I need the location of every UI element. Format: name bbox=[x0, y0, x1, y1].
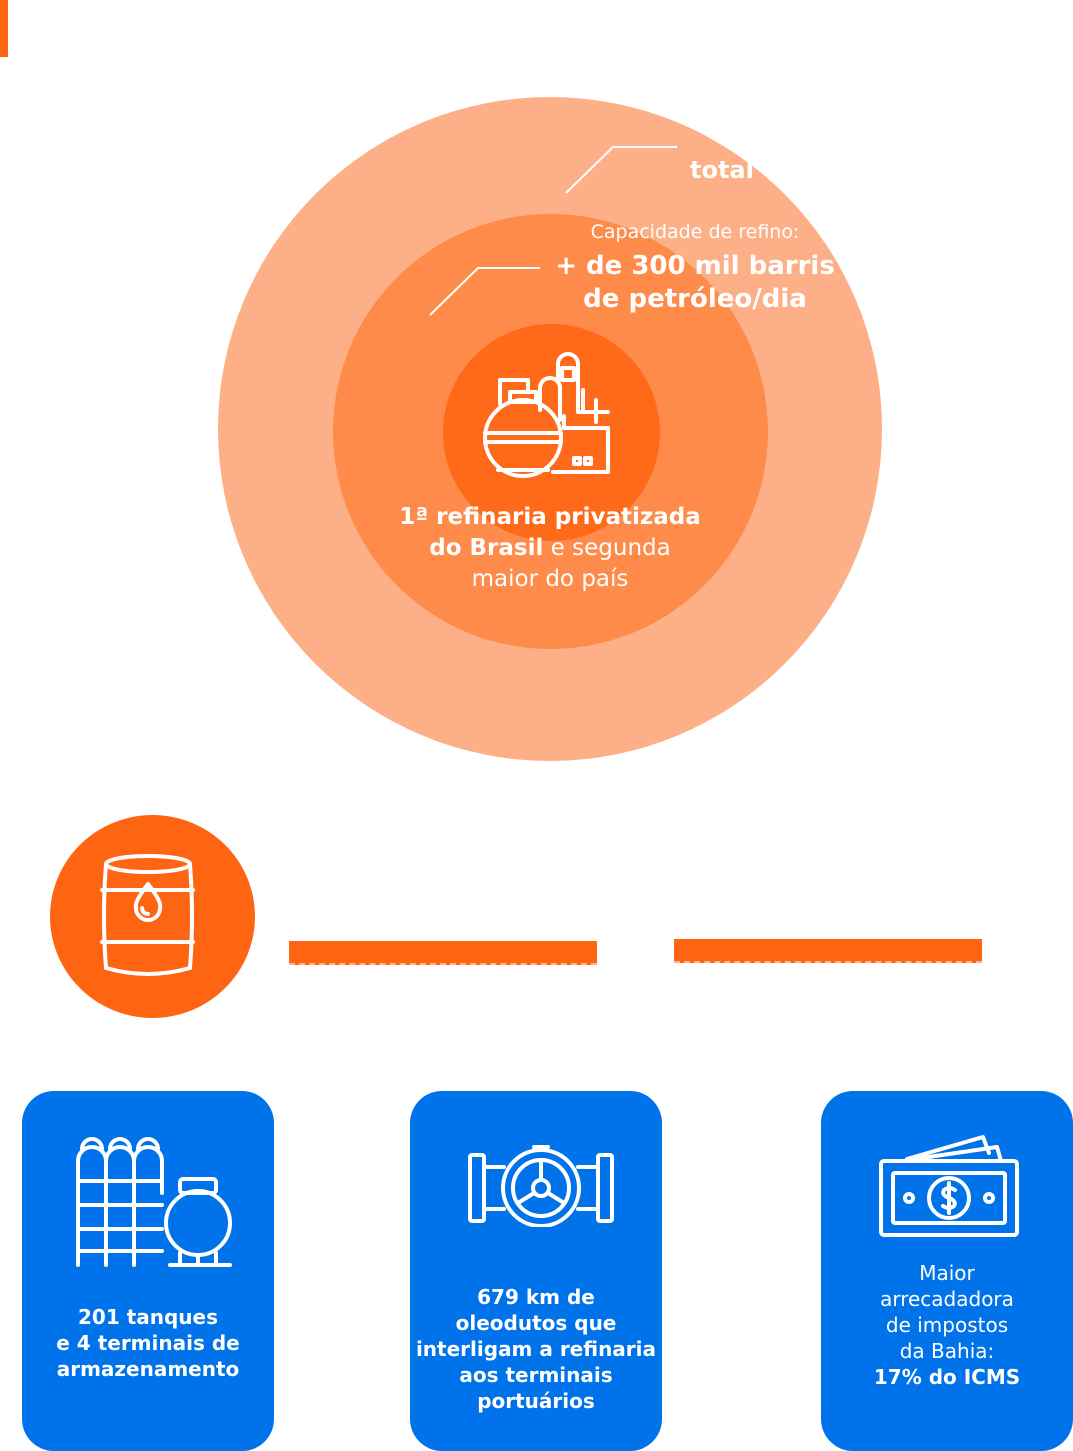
accent-bar bbox=[0, 0, 8, 57]
pipeline-line1: 679 km de bbox=[477, 1285, 595, 1309]
middle-callout-line bbox=[429, 267, 540, 316]
refinery-description: 1ª refinaria privatizada do Brasil e seg… bbox=[380, 502, 720, 595]
outer-ring-line2: total bbox=[690, 156, 754, 184]
pipeline-valve-icon bbox=[468, 1145, 614, 1227]
taxes-text: Maior arrecadadora de impostos da Bahia:… bbox=[821, 1260, 1073, 1390]
refinery-line1: 1ª refinaria privatizada bbox=[399, 504, 701, 530]
refinery-line2-bold: do Brasil bbox=[429, 535, 544, 561]
orange-band-left bbox=[289, 941, 597, 965]
callout-lines bbox=[429, 146, 677, 316]
orange-band-right bbox=[674, 939, 982, 963]
refinery-line3: maior do país bbox=[471, 566, 629, 592]
refinery-icon bbox=[483, 352, 610, 478]
storage-line1: 201 tanques bbox=[77, 1305, 219, 1329]
taxes-line5: 17% do ICMS bbox=[873, 1365, 1021, 1389]
storage-line3: armazenamento bbox=[56, 1357, 240, 1381]
taxes-line2: arrecadadora bbox=[880, 1287, 1014, 1311]
money-bills-icon bbox=[879, 1135, 1019, 1237]
refinery-line2-rest: e segunda bbox=[543, 535, 671, 561]
pipeline-line3: interligam a refinaria bbox=[415, 1337, 657, 1361]
refining-value-line1: + de 300 mil barris bbox=[555, 251, 835, 281]
taxes-line1: Maior bbox=[919, 1261, 975, 1285]
taxes-line3: de impostos bbox=[885, 1313, 1009, 1337]
outer-ring-text: total bbox=[690, 130, 768, 186]
storage-card: 201 tanques e 4 terminais de armazenamen… bbox=[22, 1091, 274, 1451]
pipeline-line5: portuários bbox=[477, 1389, 595, 1413]
pipeline-line4: aos terminais bbox=[459, 1363, 613, 1387]
storage-line2: e 4 terminais de bbox=[56, 1331, 240, 1355]
pipeline-card: 679 km de oleodutos que interligam a ref… bbox=[410, 1091, 662, 1451]
refining-label: Capacidade de refino: bbox=[590, 221, 800, 243]
taxes-card: Maior arrecadadora de impostos da Bahia:… bbox=[821, 1091, 1073, 1451]
oil-barrel-icon bbox=[100, 854, 195, 976]
refining-value: + de 300 mil barris de petróleo/dia bbox=[545, 250, 845, 316]
refining-value-line2: de petróleo/dia bbox=[583, 284, 807, 314]
storage-tanks-icon bbox=[76, 1137, 232, 1267]
pipeline-text: 679 km de oleodutos que interligam a ref… bbox=[410, 1284, 662, 1414]
pipeline-line2: oleodutos que bbox=[455, 1311, 617, 1335]
barrel-badge bbox=[50, 815, 255, 1018]
refinery-line2: do Brasil e segunda bbox=[380, 533, 720, 564]
taxes-line4: da Bahia: bbox=[899, 1339, 995, 1363]
outer-callout-line bbox=[565, 146, 677, 194]
storage-text: 201 tanques e 4 terminais de armazenamen… bbox=[22, 1304, 274, 1382]
